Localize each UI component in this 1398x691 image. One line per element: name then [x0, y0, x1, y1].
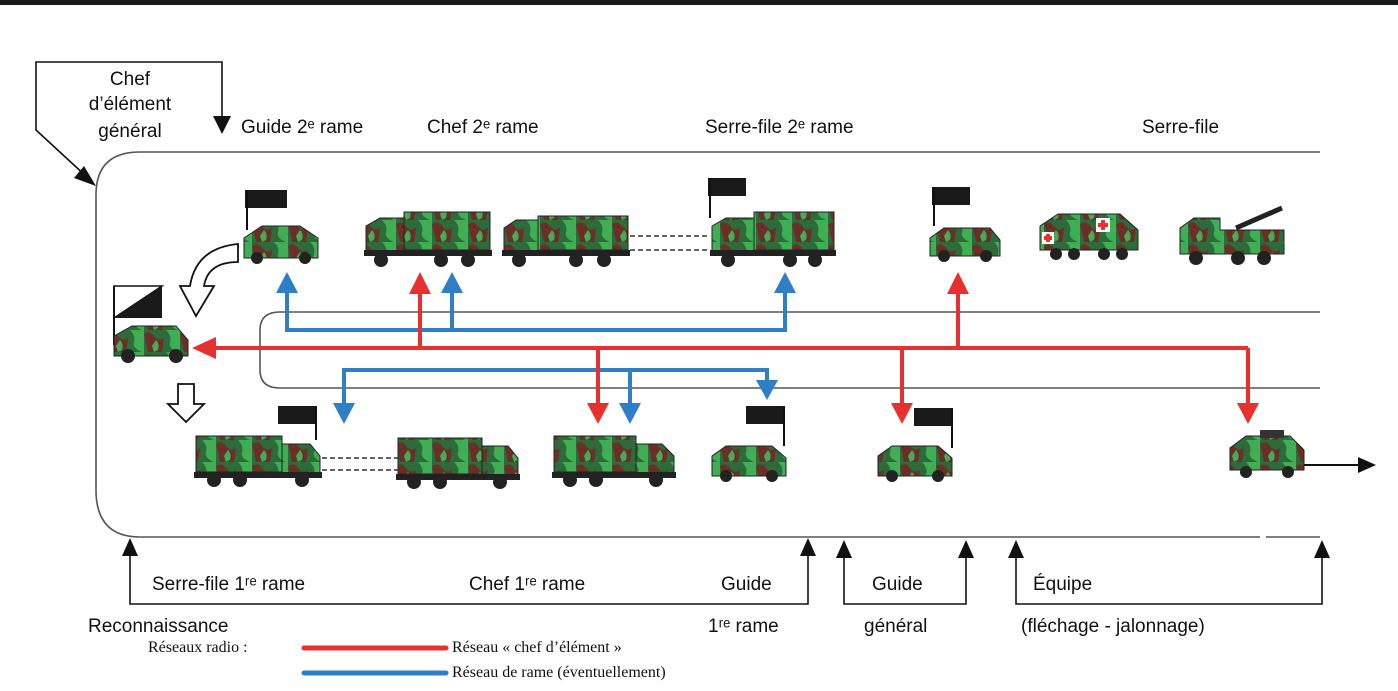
- blue-network: [285, 288, 787, 404]
- vehicle-guide-1re-rame: [711, 406, 787, 482]
- label-serre-file-1re-rame: Serre-file 1ʳᵉ rame: [152, 574, 305, 595]
- vehicle-reconnaissance: [1229, 430, 1305, 478]
- bracket-guide-general: [836, 540, 974, 605]
- tow-link-bottom: [322, 457, 398, 471]
- vehicle-guide-2e-rame: [243, 190, 319, 264]
- label-chef-element-general: Chef d’élément général: [89, 69, 172, 142]
- vehicle-serre-file-2e-rame: [708, 178, 836, 267]
- label-guide-general-line2: général: [864, 616, 927, 637]
- curved-move-arrow: [178, 243, 239, 318]
- label-chef-1re-rame: Chef 1ʳᵉ rame: [469, 574, 585, 595]
- label-serre-file-2e-rame: Serre-file 2ᵉ rame: [705, 117, 854, 138]
- red-arrowheads: [192, 272, 1259, 424]
- label-guide-1re-line1: Guide: [721, 574, 772, 595]
- vehicle-ambulance: [1039, 213, 1139, 260]
- tow-link-top: [630, 235, 710, 251]
- label-guide-general-line1: Guide: [872, 574, 923, 595]
- legend: Réseaux radio : Réseau « chef d’élément …: [148, 639, 666, 681]
- label-chef-2e-rame: Chef 2ᵉ rame: [427, 117, 539, 138]
- vehicle-chef-2e-rame: [364, 211, 492, 267]
- legend-red-label: Réseau « chef d’élément »: [452, 639, 622, 656]
- red-network: [210, 290, 1250, 404]
- legend-blue-label: Réseau de rame (éventuellement): [452, 664, 666, 681]
- chef-general-bracket: [35, 61, 231, 186]
- direction-arrow: [1304, 457, 1376, 473]
- vehicle-chef-1re-rame: [552, 435, 676, 487]
- legend-title: Réseaux radio :: [148, 639, 248, 656]
- vehicle-jeep-serre-file: [929, 187, 1001, 262]
- top-rule: [0, 0, 1398, 5]
- chef-general-line1: Chef: [110, 69, 151, 90]
- label-reconnaissance: Reconnaissance: [88, 616, 228, 637]
- vehicle-recovery-truck: [1179, 205, 1285, 265]
- chef-general-line2: d’élément: [89, 94, 172, 115]
- vehicle-serre-file-1re-rame: [194, 406, 322, 487]
- label-equipe-line1: Équipe: [1033, 574, 1092, 595]
- label-guide-2e-rame: Guide 2ᵉ rame: [241, 117, 363, 138]
- blue-arrowheads: [276, 272, 796, 424]
- bracket-serre-file-to-guide: [122, 538, 816, 605]
- label-equipe-line2: (fléchage - jalonnage): [1021, 616, 1205, 637]
- vehicle-truck-2e-rame: [502, 215, 630, 267]
- vehicle-guide-general: [877, 408, 953, 482]
- label-guide-1re-line2: 1ʳᵉ rame: [708, 616, 779, 637]
- road-outline: [95, 151, 1320, 538]
- bracket-equipe: [1008, 540, 1330, 605]
- down-move-arrow: [165, 383, 207, 424]
- vehicle-truck-1re-rame: [396, 437, 520, 489]
- chef-general-line3: général: [98, 121, 161, 142]
- label-serre-file: Serre-file: [1142, 117, 1219, 138]
- vehicle-chef-element: [113, 285, 189, 363]
